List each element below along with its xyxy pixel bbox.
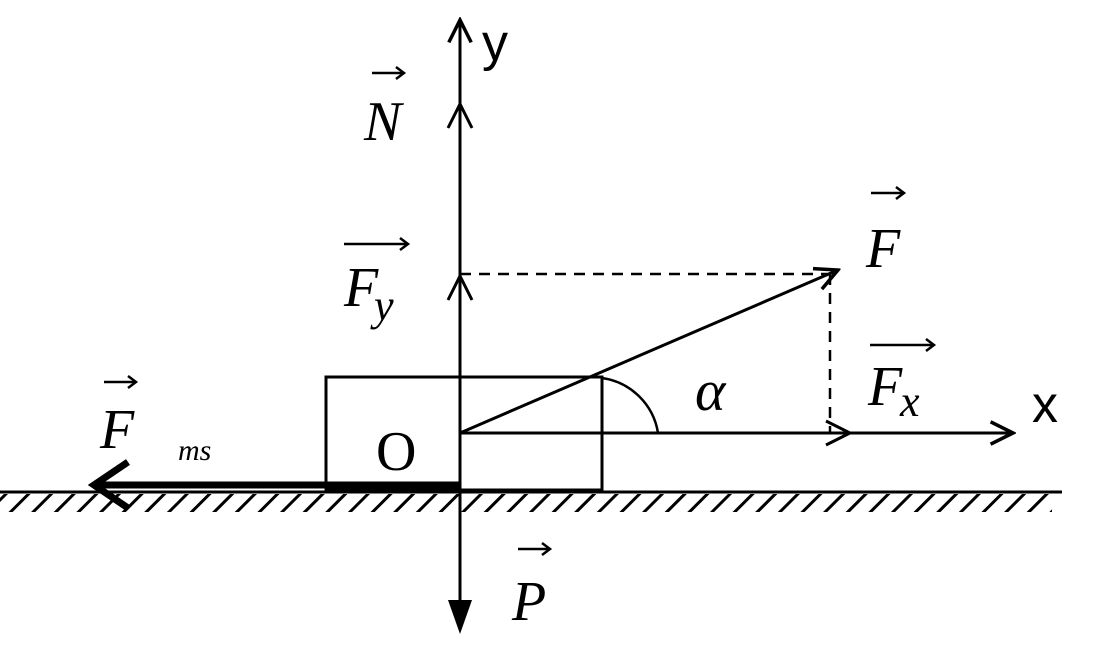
normal-force-arrowhead <box>446 100 474 129</box>
svg-text:y: y <box>370 281 394 330</box>
weight-arrowhead <box>448 600 472 634</box>
friction-force-arrowhead <box>87 459 130 511</box>
vertical-component-label: F y <box>343 237 411 330</box>
horizontal-component-label: F x <box>867 338 937 426</box>
applied-force-arrow <box>459 270 838 435</box>
applied-force-label: F <box>865 186 907 280</box>
svg-text:x: x <box>899 377 920 426</box>
svg-text:ms: ms <box>178 434 211 467</box>
origin-label: O <box>376 421 416 483</box>
horizontal-component-arrowhead <box>825 419 854 447</box>
weight-label: P <box>511 542 553 633</box>
angle-label: α <box>695 358 727 423</box>
svg-text:F: F <box>867 356 903 418</box>
angle-arc <box>601 376 660 434</box>
y-axis-label: y <box>482 14 508 72</box>
svg-text:F: F <box>865 218 901 280</box>
svg-text:N: N <box>363 91 404 153</box>
friction-force-label: F ms <box>99 375 211 467</box>
x-axis-label: x <box>1032 376 1058 434</box>
normal-force-label: N <box>363 66 407 153</box>
svg-text:P: P <box>511 571 546 633</box>
ground-hatch <box>0 494 1052 512</box>
svg-text:F: F <box>99 399 135 461</box>
svg-text:F: F <box>343 257 379 319</box>
vertical-component-arrowhead <box>446 272 474 301</box>
